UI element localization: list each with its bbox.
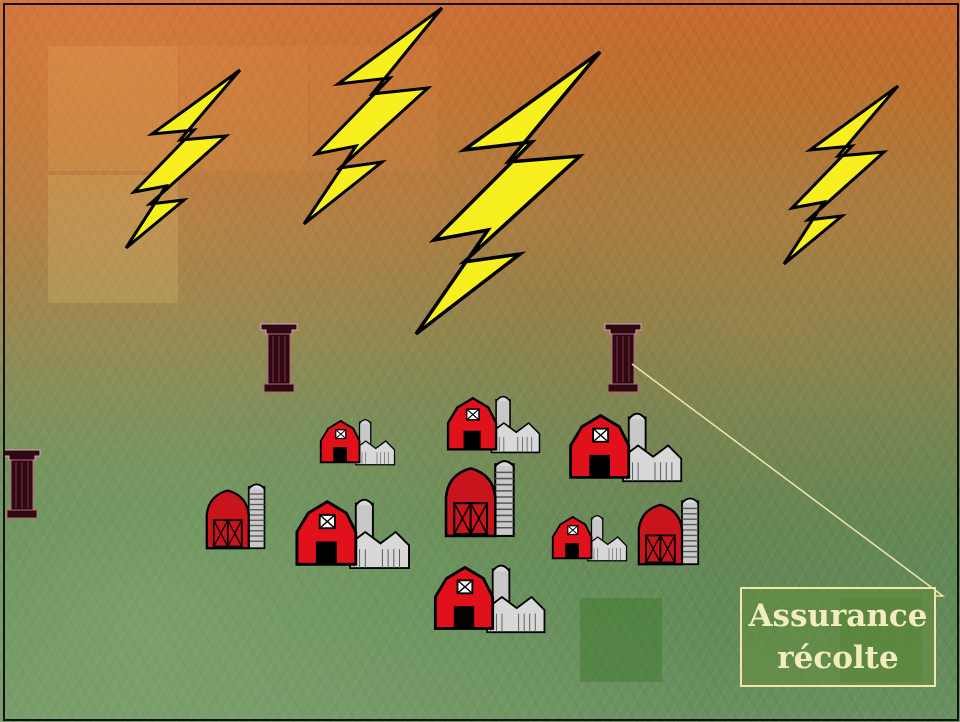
callout-text-line2: récolte [777,637,898,679]
callout-text-line1: Assurance [748,595,927,637]
callout-box: Assurance récolte [740,587,936,687]
